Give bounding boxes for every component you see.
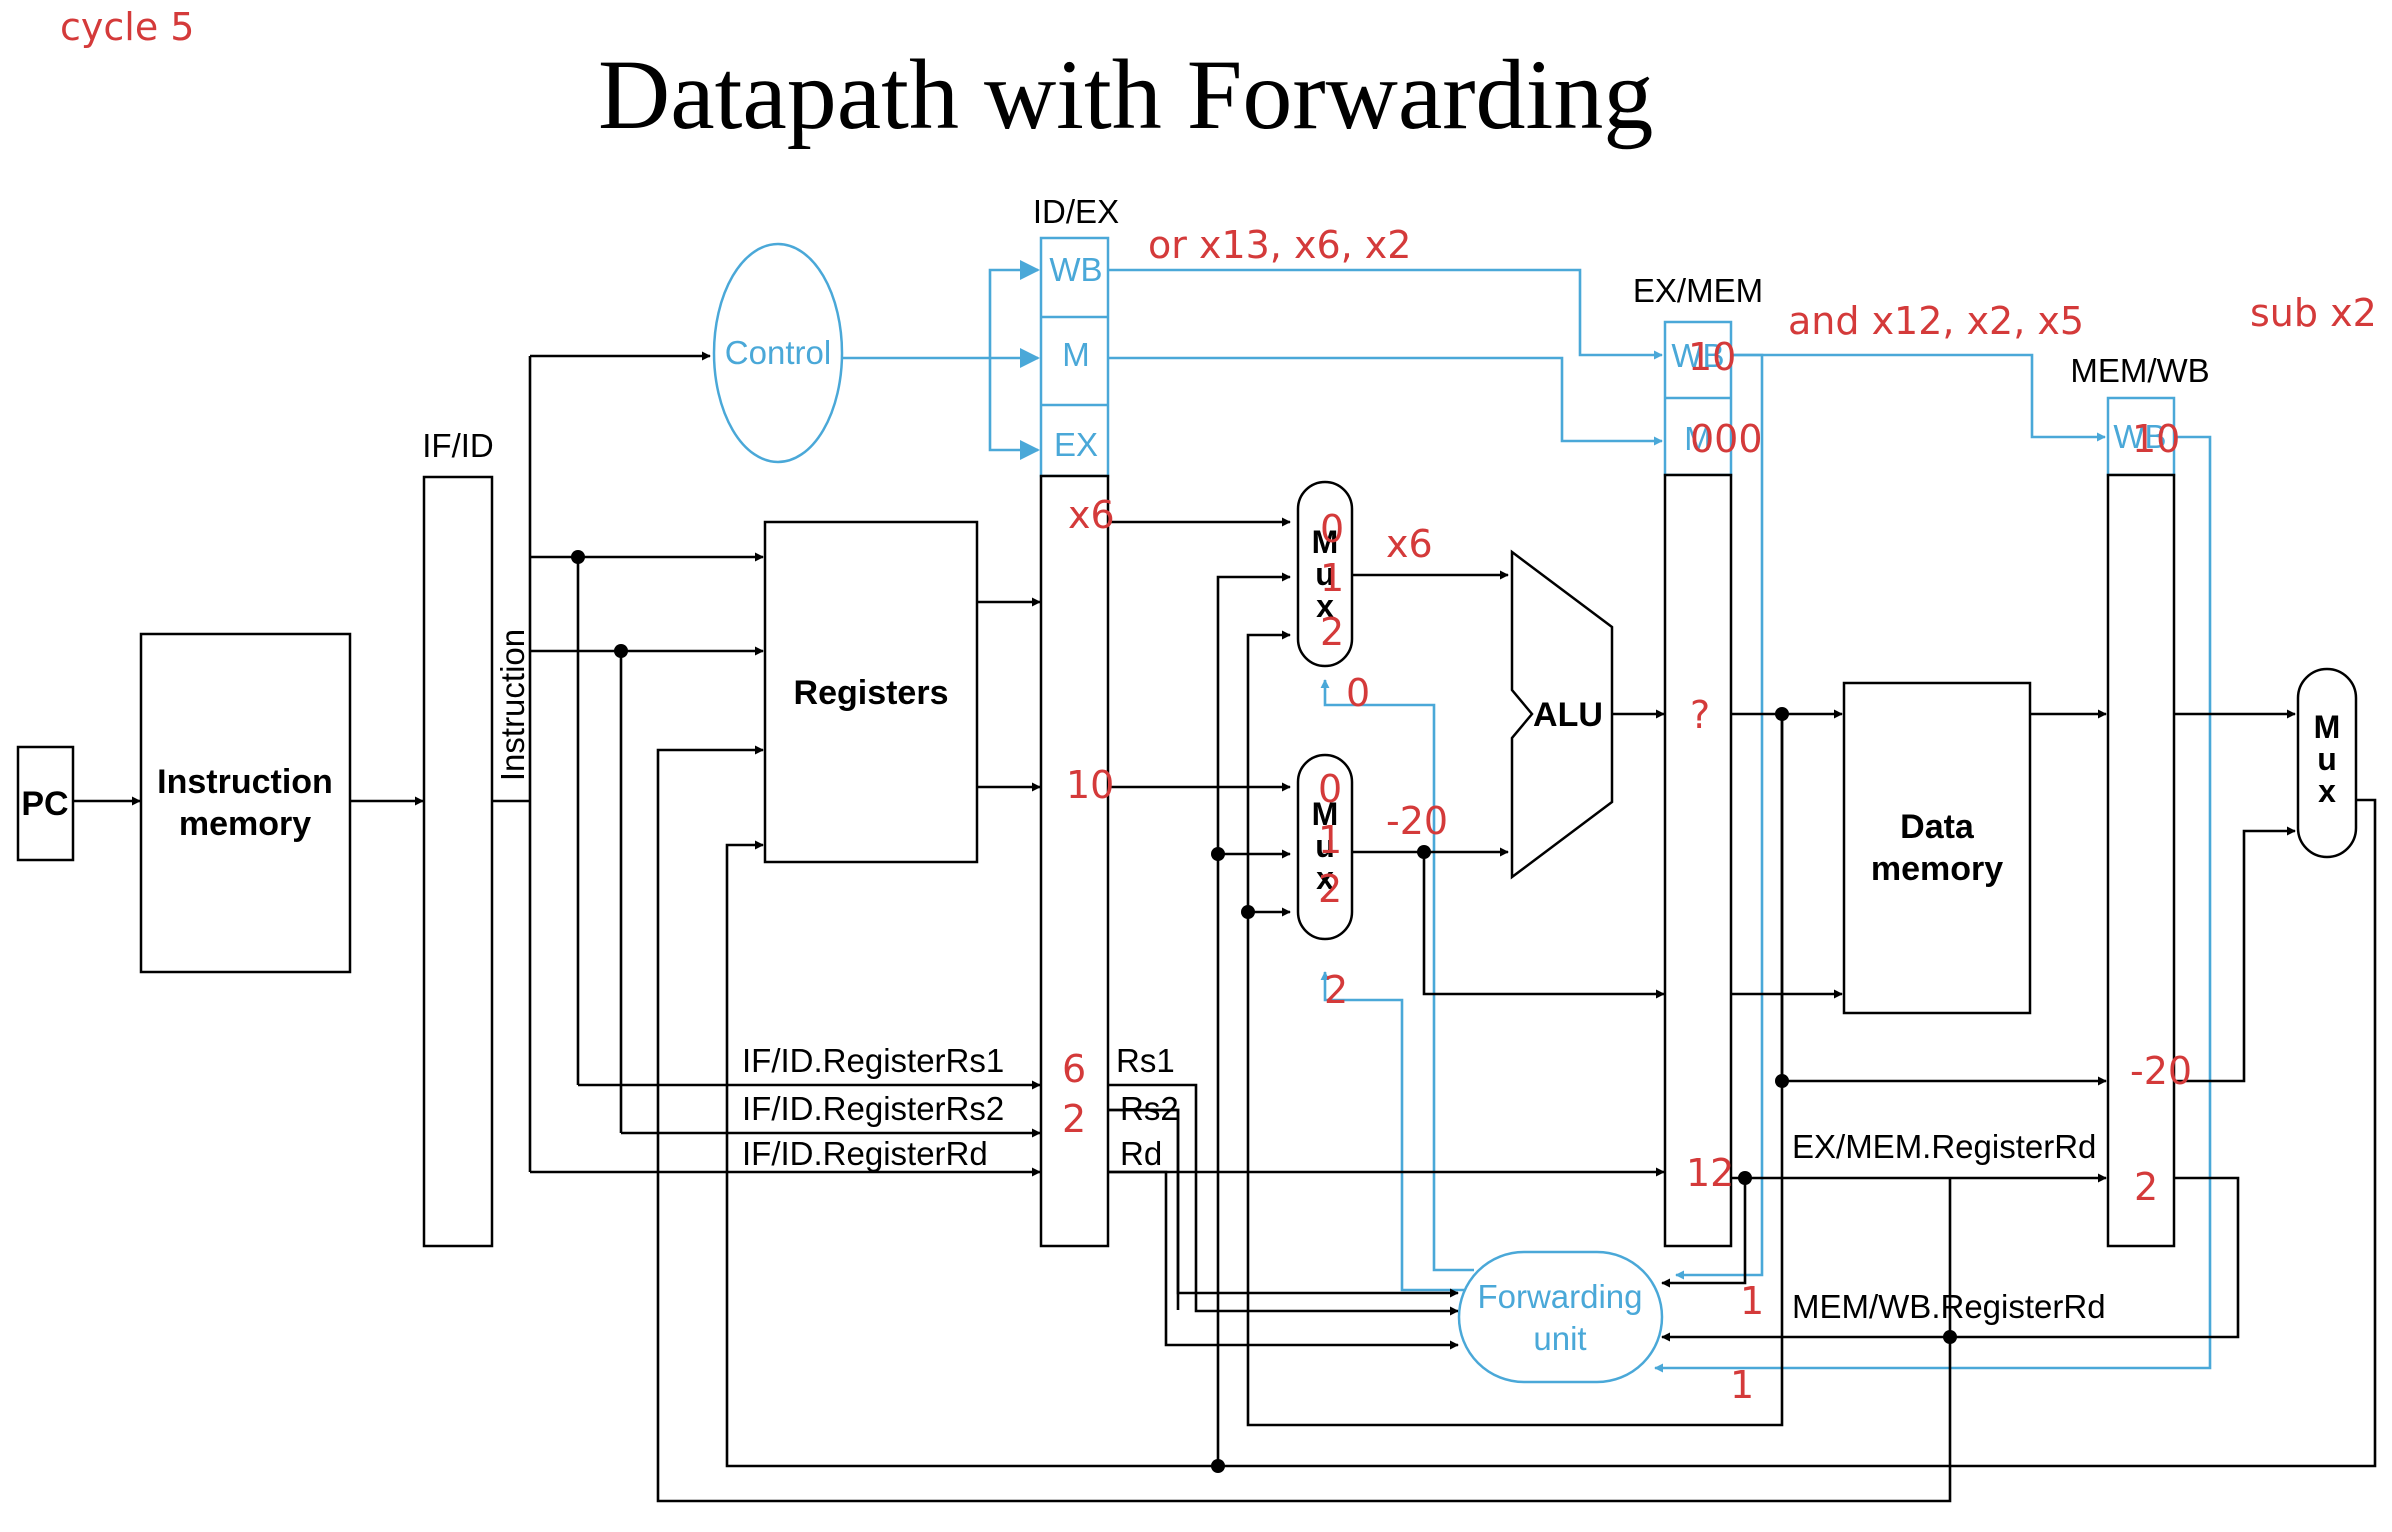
forward-mux-a: M u x: [1296, 480, 1354, 668]
data-memory: Data memory: [1842, 681, 2032, 1015]
alu-result-value: ?: [1690, 693, 1710, 737]
if-id-label: IF/ID: [422, 427, 494, 464]
mem-wb-value: -20: [2130, 1049, 2192, 1093]
ex-mem-regwrite-value: 1: [1740, 1279, 1764, 1323]
instruction-memory: Instruction memory: [139, 632, 352, 974]
mem-wb-register: MEM/WB WB: [2070, 352, 2210, 1248]
rd-label: Rd: [1120, 1135, 1162, 1172]
forwarding-unit-label-1: Forwarding: [1477, 1278, 1642, 1315]
ex-mem-register: EX/MEM WB M: [1633, 272, 1763, 1248]
mem-wb-instruction: sub x2: [2250, 291, 2377, 335]
ex-mem-instruction: and x12, x2, x5: [1788, 299, 2084, 343]
cycle-label: cycle 5: [60, 5, 194, 49]
data-memory-label-2: memory: [1871, 850, 2003, 888]
mem-wb-label: MEM/WB: [2070, 352, 2209, 389]
if-id-rs2-label: IF/ID.RegisterRs2: [742, 1090, 1004, 1127]
mem-wb-rd-label: MEM/WB.RegisterRd: [1792, 1288, 2106, 1325]
id-ex-reg1-value: x6: [1068, 493, 1115, 537]
if-id-rd-label: IF/ID.RegisterRd: [742, 1135, 988, 1172]
forward-b-value: 2: [1324, 968, 1348, 1012]
instruction-memory-label-1: Instruction: [157, 763, 333, 801]
mem-wb-wb-value: 10: [2132, 417, 2180, 461]
id-ex-instruction: or x13, x6, x2: [1148, 223, 1411, 267]
id-ex-label: ID/EX: [1033, 193, 1119, 230]
alu: ALU: [1510, 549, 1614, 880]
wb-mux-u: u: [2317, 741, 2337, 777]
wb-mux-x: x: [2318, 773, 2336, 809]
id-ex-wb-field: WB: [1049, 251, 1102, 288]
wb-mux-m: M: [2314, 709, 2341, 745]
alu-label: ALU: [1533, 696, 1603, 734]
data-memory-label-1: Data: [1900, 808, 1975, 846]
mux-b-m: M: [1312, 796, 1339, 832]
mux-a-sel2: 2: [1320, 610, 1344, 654]
mux-a-u: u: [1315, 556, 1335, 592]
id-ex-ex-field: EX: [1054, 426, 1098, 463]
data-wires: [73, 351, 2377, 1503]
ex-mem-m-field: M: [1684, 420, 1712, 457]
mux-a-sel1: 1: [1320, 556, 1344, 600]
mux-b-sel1: 1: [1318, 818, 1342, 862]
if-id-rs1-label: IF/ID.RegisterRs1: [742, 1042, 1004, 1079]
mux-a-m: M: [1312, 524, 1339, 560]
page-title: Datapath with Forwarding: [598, 39, 1653, 150]
id-ex-reg2-value: 10: [1066, 763, 1114, 807]
registers-block: Registers: [763, 520, 979, 864]
mux-b-x: x: [1316, 860, 1334, 896]
pc-label: PC: [21, 785, 68, 823]
ex-mem-rd-label: EX/MEM.RegisterRd: [1792, 1128, 2096, 1165]
forward-a-value: 0: [1346, 671, 1370, 715]
rs1-number: 6: [1062, 1047, 1086, 1091]
signal-labels: IF/ID.RegisterRs1 IF/ID.RegisterRs2 IF/I…: [742, 1042, 2106, 1325]
rs2-number: 2: [1062, 1097, 1086, 1141]
mem-wb-regwrite-value: 1: [1730, 1363, 1754, 1407]
red-annotations: or x13, x6, x2 and x12, x2, x5 sub x2 x6…: [1062, 223, 2377, 1407]
id-ex-m-field: M: [1062, 336, 1090, 373]
writeback-mux: M u x: [2296, 667, 2358, 859]
ex-mem-wb-value: 10: [1688, 335, 1736, 379]
forward-mux-b: M u x: [1296, 753, 1354, 941]
mux-b-u: u: [1315, 828, 1335, 864]
if-id-register: IF/ID Instruction: [422, 427, 531, 1248]
ex-mem-m-value: 000: [1690, 417, 1763, 461]
ex-mem-label: EX/MEM: [1633, 272, 1763, 309]
mux-b-sel0: 0: [1318, 767, 1342, 811]
mux-a-x: x: [1316, 588, 1334, 624]
ex-mem-wb-field: WB: [1671, 337, 1724, 374]
rs2-label: Rs2: [1120, 1090, 1179, 1127]
forwarding-unit-label-2: unit: [1533, 1320, 1586, 1357]
wire-junctions: [571, 550, 1957, 1473]
mem-wb-rd-value: 2: [2134, 1165, 2158, 1209]
control-unit: Control: [712, 242, 844, 464]
control-wires: [843, 260, 2212, 1373]
ex-mem-rd-value: 12: [1686, 1151, 1734, 1195]
id-ex-register: ID/EX WB M EX: [1033, 193, 1119, 1248]
control-label: Control: [725, 334, 831, 371]
mux-b-output: -20: [1386, 799, 1448, 843]
forwarding-unit: Forwarding unit: [1457, 1250, 1664, 1384]
rs1-label: Rs1: [1116, 1042, 1175, 1079]
mem-wb-wb-field: WB: [2113, 418, 2166, 455]
instruction-memory-label-2: memory: [179, 805, 311, 843]
pc-register: PC: [16, 745, 75, 862]
mux-a-output: x6: [1386, 522, 1433, 566]
mux-a-sel0: 0: [1320, 507, 1344, 551]
instruction-bus-label: Instruction: [494, 629, 531, 781]
mux-b-sel2: 2: [1318, 867, 1342, 911]
registers-label: Registers: [794, 674, 949, 712]
